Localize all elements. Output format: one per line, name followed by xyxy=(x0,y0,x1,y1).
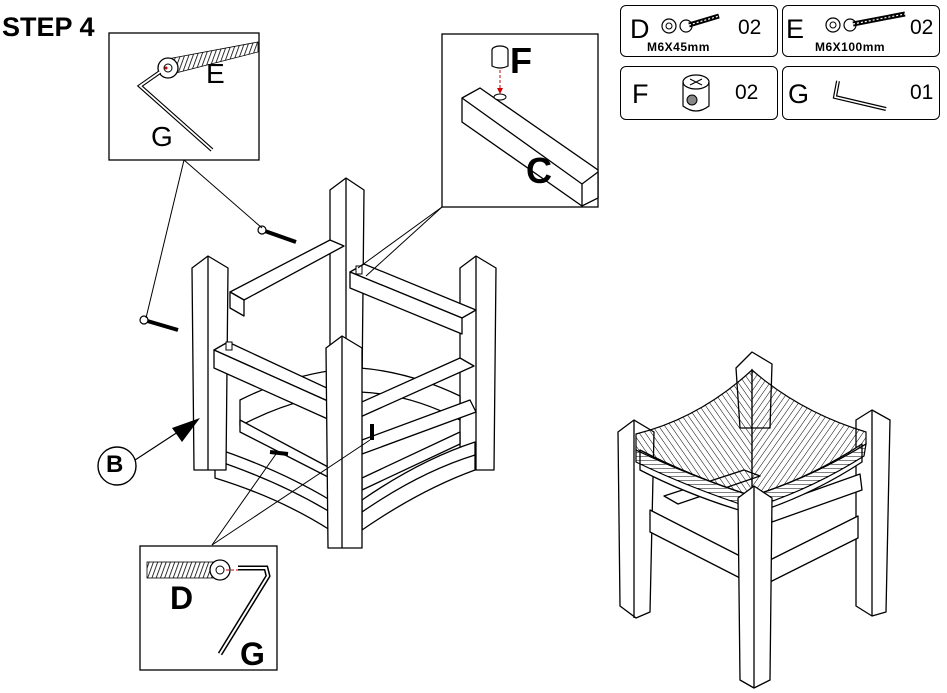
step-title: STEP 4 xyxy=(2,12,95,42)
barrel-nut-icon xyxy=(682,74,710,112)
part-letter-g: G xyxy=(788,79,810,109)
part-qty-e: 02 xyxy=(910,16,934,39)
part-letter-f: F xyxy=(632,79,649,109)
leg-front-center xyxy=(325,335,363,549)
part-qty-f: 02 xyxy=(735,81,759,104)
apron-right xyxy=(361,441,476,531)
part-box-g: G 01 xyxy=(782,66,940,120)
part-qty-g: 01 xyxy=(910,81,934,104)
label-c-callout: C xyxy=(526,150,552,191)
stool-front-leg xyxy=(737,485,773,689)
label-b: B xyxy=(106,451,124,478)
label-d-callout: D xyxy=(170,580,194,616)
barrel-nut-detail-icon xyxy=(491,45,509,94)
seat-front-edge xyxy=(635,442,867,509)
label-f-callout: F xyxy=(510,40,532,81)
bolt-d-lower xyxy=(269,450,289,456)
part-size-e: M6X100mm xyxy=(815,40,886,54)
bolt-e-lower xyxy=(143,318,179,332)
bolt-short-icon xyxy=(661,13,720,34)
part-letter-e: E xyxy=(786,14,805,44)
label-b-circle xyxy=(97,446,137,486)
part-box-d: D 02 M6X45mm xyxy=(620,5,778,57)
hex-key-icon xyxy=(832,80,887,111)
label-g-callout-bottom: G xyxy=(240,636,265,672)
label-g-callout-top: G xyxy=(151,121,173,152)
part-box-f: F 02 xyxy=(620,66,778,120)
bolt-long-icon xyxy=(825,11,906,33)
arrow-icon xyxy=(172,418,200,442)
part-letter-d: D xyxy=(630,14,650,44)
bolt-e-upper xyxy=(261,228,297,244)
label-e-callout: E xyxy=(206,58,225,89)
rail-back-top xyxy=(229,239,345,301)
part-box-e: E 02 M6X100mm xyxy=(782,5,940,57)
part-size-d: M6X45mm xyxy=(647,40,710,54)
part-qty-d: 02 xyxy=(738,16,762,39)
